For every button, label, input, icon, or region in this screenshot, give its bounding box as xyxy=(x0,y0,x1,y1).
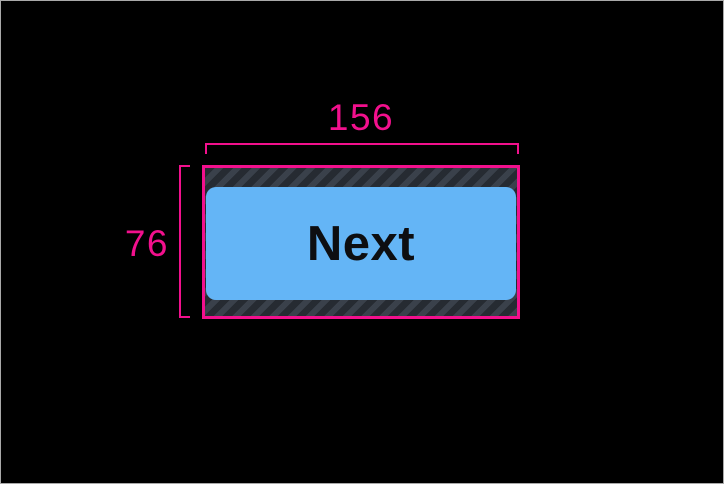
widget-bounds-padding-overlay: Next xyxy=(202,165,520,319)
height-dimension-label: 76 xyxy=(124,223,169,264)
width-measure-bracket-icon xyxy=(205,143,519,154)
height-measure-bracket-icon xyxy=(179,165,190,318)
width-dimension-label: 156 xyxy=(327,97,395,138)
next-button[interactable]: Next xyxy=(206,187,516,300)
